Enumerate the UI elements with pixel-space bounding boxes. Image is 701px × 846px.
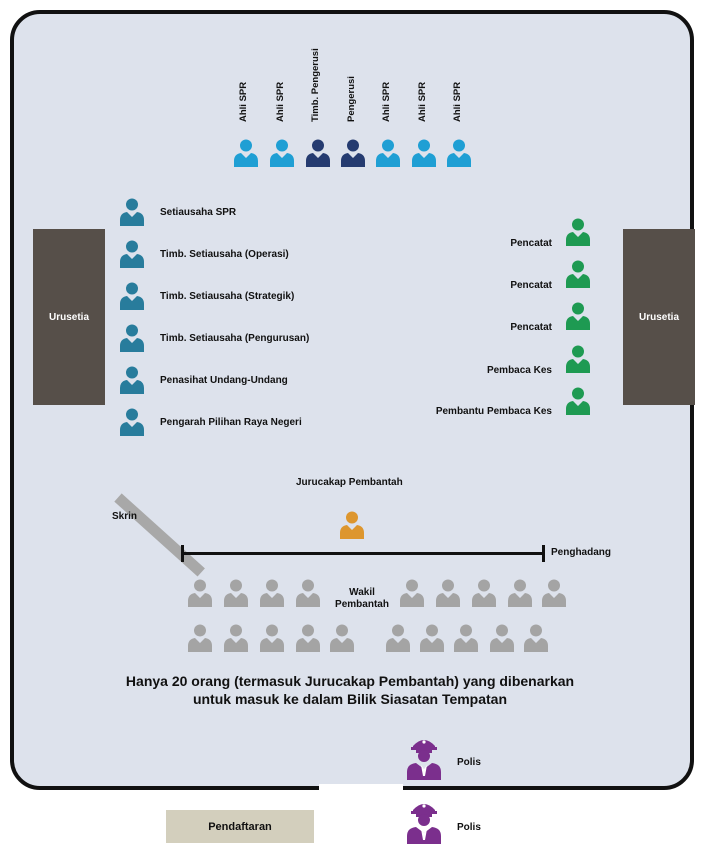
- panel-member-icon: [232, 137, 260, 167]
- secretariat-label: Setiausaha SPR: [160, 207, 237, 218]
- spokesperson-label: Jurucakap Pembantah: [296, 477, 403, 488]
- clerk-icon: [564, 300, 592, 330]
- panel-label-3: Timb. Pengerusi: [310, 48, 321, 122]
- representative-icon: [452, 622, 480, 652]
- representative-icon: [258, 577, 286, 607]
- secretariat-label: Timb. Setiausaha (Pengurusan): [160, 333, 310, 344]
- panel-label-2: Ahli SPR: [275, 81, 286, 122]
- attendance-notice: Hanya 20 orang (termasuk Jurucakap Pemba…: [80, 672, 620, 708]
- clerk-icon: [564, 343, 592, 373]
- police-label-2: Polis: [457, 822, 481, 833]
- deputy-chair-icon: [304, 137, 332, 167]
- representative-icon: [434, 577, 462, 607]
- secretariat-label: Timb. Setiausaha (Operasi): [160, 249, 289, 260]
- secretariat-person-icon: [118, 406, 146, 436]
- chair-icon: [339, 137, 367, 167]
- representative-icon: [540, 577, 568, 607]
- panel-member-icon: [410, 137, 438, 167]
- representative-icon: [328, 622, 356, 652]
- room-entrance: [319, 784, 403, 794]
- representatives-label-2: Pembantah: [335, 599, 389, 610]
- police-icon: [404, 798, 444, 844]
- representative-icon: [384, 622, 412, 652]
- attendance-notice-line-1: Hanya 20 orang (termasuk Jurucakap Pemba…: [125, 673, 575, 689]
- clerk-label: Pembaca Kes: [486, 365, 552, 376]
- representative-icon: [506, 577, 534, 607]
- panel-member-icon: [268, 137, 296, 167]
- clerk-label: Pencatat: [510, 280, 552, 291]
- representative-icon: [222, 577, 250, 607]
- representative-icon: [294, 577, 322, 607]
- panel-member-icon: [445, 137, 473, 167]
- barrier-line: [182, 552, 544, 555]
- secretariat-desk-right: Urusetia: [623, 229, 695, 405]
- panel-label-1: Ahli SPR: [238, 81, 249, 122]
- secretariat-person-icon: [118, 364, 146, 394]
- representative-icon: [470, 577, 498, 607]
- representative-icon: [294, 622, 322, 652]
- panel-member-icon: [374, 137, 402, 167]
- registration-desk: Pendaftaran: [166, 810, 314, 843]
- barrier-end-right: [542, 545, 545, 562]
- clerk-label: Pencatat: [510, 322, 552, 333]
- secretariat-label: Timb. Setiausaha (Strategik): [160, 291, 295, 302]
- representative-icon: [488, 622, 516, 652]
- barrier-end-left: [181, 545, 184, 562]
- clerk-icon: [564, 258, 592, 288]
- clerk-icon: [564, 385, 592, 415]
- secretariat-person-icon: [118, 196, 146, 226]
- representative-icon: [398, 577, 426, 607]
- panel-label-6: Ahli SPR: [417, 81, 428, 122]
- police-label-1: Polis: [457, 757, 481, 768]
- representatives-label-1: Wakil: [349, 587, 375, 598]
- screen-label: Skrin: [112, 511, 138, 522]
- clerk-label: Pembantu Pembaca Kes: [435, 406, 552, 417]
- secretariat-label: Pengarah Pilihan Raya Negeri: [160, 417, 302, 428]
- representative-icon: [186, 577, 214, 607]
- representative-icon: [522, 622, 550, 652]
- secretariat-person-icon: [118, 280, 146, 310]
- panel-label-5: Ahli SPR: [381, 81, 392, 122]
- clerk-label: Pencatat: [510, 238, 552, 249]
- representative-icon: [418, 622, 446, 652]
- secretariat-person-icon: [118, 322, 146, 352]
- barrier-label: Penghadang: [551, 547, 612, 558]
- representative-icon: [186, 622, 214, 652]
- panel-label-7: Ahli SPR: [452, 81, 463, 122]
- attendance-notice-line-2: untuk masuk ke dalam Bilik Siasatan Temp…: [192, 691, 508, 707]
- panel-label-4: Pengerusi: [346, 76, 357, 122]
- secretariat-person-icon: [118, 238, 146, 268]
- clerk-icon: [564, 216, 592, 246]
- representative-icon: [258, 622, 286, 652]
- spokesperson-icon: [338, 509, 366, 539]
- secretariat-desk-left: Urusetia: [33, 229, 105, 405]
- police-icon: [404, 734, 444, 780]
- representative-icon: [222, 622, 250, 652]
- secretariat-label: Penasihat Undang-Undang: [160, 375, 288, 386]
